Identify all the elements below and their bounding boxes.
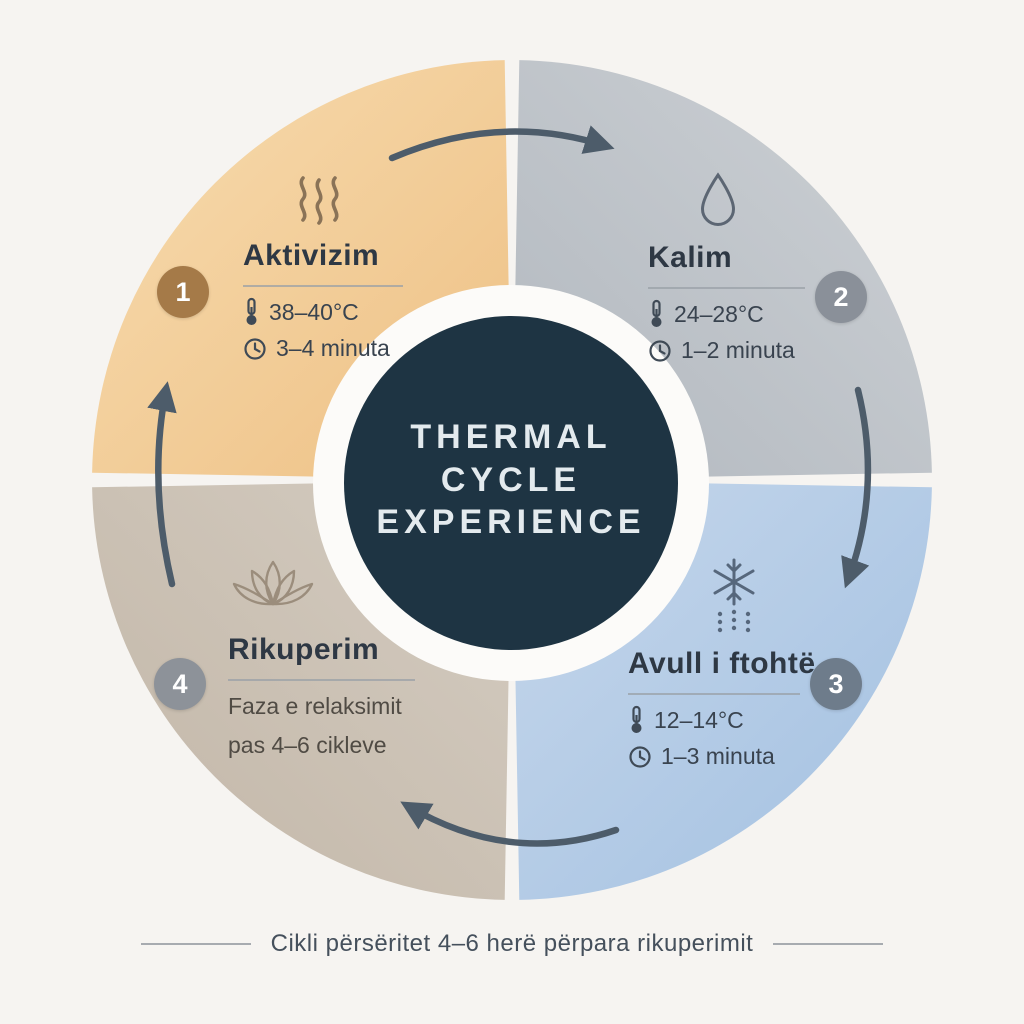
title-divider [228, 679, 415, 681]
thermometer-icon [243, 297, 260, 327]
duration-row: 3–4 minuta [243, 335, 403, 362]
phase-title: Avull i ftohtë [628, 647, 816, 680]
phase-title: Aktivizim [243, 239, 380, 272]
phase-kalim: Kalim 24–28°C 1–2 minuta [648, 170, 805, 364]
duration-row: 1–3 minuta [628, 743, 800, 770]
phase-title: Kalim [648, 241, 733, 274]
water-droplet-icon [696, 170, 805, 233]
temperature-row: 24–28°C [648, 299, 805, 329]
clock-icon [243, 337, 267, 361]
duration-value: 1–3 minuta [661, 743, 775, 769]
heat-waves-icon [293, 168, 403, 231]
duration-value: 3–4 minuta [276, 335, 390, 361]
center-title-line: CYCLE [440, 460, 582, 499]
footer-caption: Cikli përsëritet 4–6 herë përpara rikupe… [270, 930, 754, 957]
title-divider [243, 285, 403, 287]
thermometer-icon [628, 705, 645, 735]
divider-line-right [773, 943, 884, 945]
footer-caption-row: Cikli përsëritet 4–6 herë përpara rikupe… [0, 930, 1024, 958]
title-divider [648, 287, 805, 289]
clock-icon [628, 745, 652, 769]
center-title-line: EXPERIENCE [376, 503, 646, 541]
temperature-row: 12–14°C [628, 705, 800, 735]
step-1-badge: 1 [157, 266, 209, 318]
arrow-right [841, 386, 872, 589]
temperature-value: 12–14°C [654, 706, 744, 733]
lotus-icon [228, 556, 415, 625]
duration-row: 1–2 minuta [648, 337, 805, 364]
phase-aktivizim: Aktivizim 38–40°C 3–4 minuta [243, 168, 403, 362]
thermometer-icon [648, 299, 665, 329]
arrow-bottom [400, 801, 620, 847]
arrow-top [388, 125, 615, 162]
temperature-row: 38–40°C [243, 297, 403, 327]
divider-line-left [140, 943, 251, 945]
step-3-badge: 3 [810, 658, 862, 710]
center-title: THERMAL CYCLE EXPERIENCE [361, 416, 661, 544]
center-title-line: THERMAL [410, 418, 612, 456]
phase-rikuperim: Rikuperim Faza e relaksimit pas 4–6 cikl… [228, 556, 415, 761]
clock-icon [648, 339, 672, 363]
phase-description-line-2: pas 4–6 cikleve [228, 732, 387, 759]
step-2-badge: 2 [815, 271, 867, 323]
title-divider [628, 693, 800, 695]
duration-value: 1–2 minuta [681, 337, 795, 363]
snowflake-icon [706, 556, 800, 639]
step-4-badge: 4 [154, 658, 206, 710]
temperature-value: 24–28°C [674, 300, 764, 327]
temperature-value: 38–40°C [269, 298, 359, 325]
phase-avull-i-ftohte: Avull i ftohtë 12–14°C 1–3 minuta [628, 556, 816, 770]
phase-title: Rikuperim [228, 633, 380, 666]
phase-description-line-1: Faza e relaksimit [228, 693, 402, 719]
arrow-left [147, 381, 177, 588]
center-circle [344, 316, 678, 650]
